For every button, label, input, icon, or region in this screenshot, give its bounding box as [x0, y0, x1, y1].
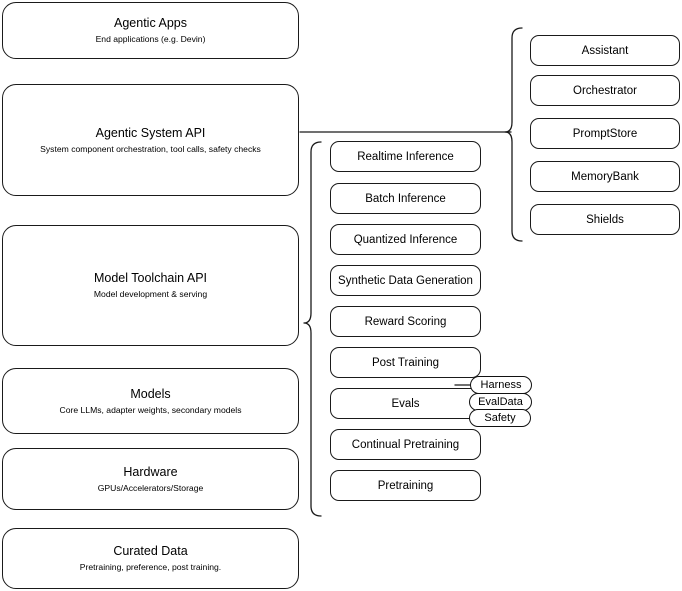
pill-shields[interactable]: Shields: [530, 204, 680, 235]
layer-box-agentic-system-api[interactable]: Agentic System API System component orch…: [2, 84, 299, 196]
tag-safety[interactable]: Safety: [469, 409, 531, 427]
layer-title: Hardware: [123, 464, 178, 479]
layer-title: Agentic System API: [95, 125, 206, 140]
pill-quantized-inference[interactable]: Quantized Inference: [330, 224, 481, 255]
layer-box-curated-data[interactable]: Curated Data Pretraining, preference, po…: [2, 528, 299, 589]
pill-reward-scoring[interactable]: Reward Scoring: [330, 306, 481, 337]
pill-synthetic-data-generation[interactable]: Synthetic Data Generation: [330, 265, 481, 296]
layer-subtitle: End applications (e.g. Devin): [95, 34, 206, 44]
layer-title: Models: [130, 386, 171, 401]
layer-box-agentic-apps[interactable]: Agentic Apps End applications (e.g. Devi…: [2, 2, 299, 59]
pill-realtime-inference[interactable]: Realtime Inference: [330, 141, 481, 172]
layer-box-hardware[interactable]: Hardware GPUs/Accelerators/Storage: [2, 448, 299, 510]
layer-subtitle: Pretraining, preference, post training.: [79, 562, 222, 572]
layer-title: Agentic Apps: [114, 16, 187, 30]
pill-orchestrator[interactable]: Orchestrator: [530, 75, 680, 106]
layer-title: Curated Data: [113, 544, 188, 558]
pill-evals[interactable]: Evals: [330, 388, 481, 419]
layer-box-models[interactable]: Models Core LLMs, adapter weights, secon…: [2, 368, 299, 434]
layer-subtitle: Model development & serving: [93, 289, 208, 299]
layer-subtitle: System component orchestration, tool cal…: [40, 143, 261, 154]
pill-promptstore[interactable]: PromptStore: [530, 118, 680, 149]
pill-pretraining[interactable]: Pretraining: [330, 470, 481, 501]
curly-bracket-right: [504, 27, 523, 242]
pill-post-training[interactable]: Post Training: [330, 347, 481, 378]
layer-subtitle: Core LLMs, adapter weights, secondary mo…: [59, 404, 242, 415]
tag-harness[interactable]: Harness: [470, 376, 532, 394]
pill-continual-pretraining[interactable]: Continual Pretraining: [330, 429, 481, 460]
layer-subtitle: GPUs/Accelerators/Storage: [97, 482, 204, 493]
curly-bracket-middle: [303, 141, 322, 517]
pill-batch-inference[interactable]: Batch Inference: [330, 183, 481, 214]
layer-box-model-toolchain-api[interactable]: Model Toolchain API Model development & …: [2, 225, 299, 346]
pill-assistant[interactable]: Assistant: [530, 35, 680, 66]
pill-memorybank[interactable]: MemoryBank: [530, 161, 680, 192]
layer-title: Model Toolchain API: [93, 271, 208, 285]
